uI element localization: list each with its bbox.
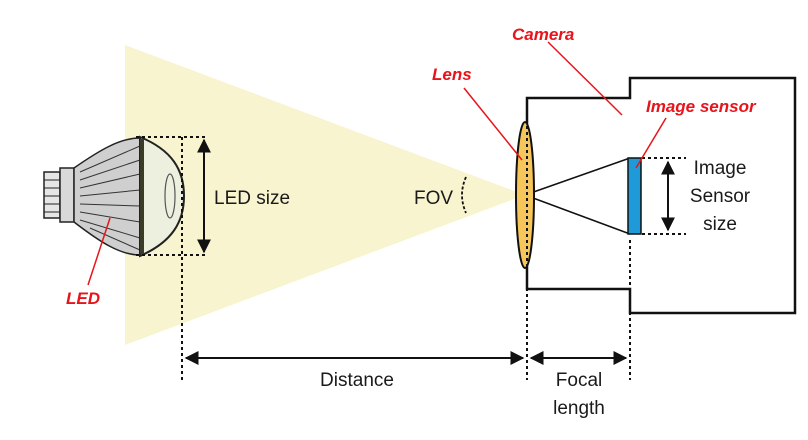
- focal-length-label-2: length: [553, 398, 605, 419]
- image-sensor-callout-line: [635, 117, 667, 169]
- camera-callout: Camera: [512, 25, 574, 44]
- led-size-label: LED size: [214, 188, 290, 209]
- led-bulb-icon: [43, 135, 186, 258]
- light-cone: [125, 45, 525, 345]
- lens-element: [515, 121, 535, 269]
- lens-callout: Lens: [432, 65, 472, 84]
- led-callout: LED: [66, 289, 100, 308]
- camera-body: [525, 76, 797, 315]
- fov-label: FOV: [414, 188, 453, 209]
- ray-upper: [524, 157, 631, 196]
- image-sensor-callout: Image sensor: [646, 97, 757, 116]
- led-callout-line: [87, 217, 111, 286]
- camera-callout-line: [547, 41, 623, 116]
- focal-length-label-1: Focal: [556, 370, 602, 391]
- image-sensor-element: [627, 157, 642, 235]
- sensor-size-label-2: Sensor: [690, 186, 751, 207]
- distance-label: Distance: [320, 370, 394, 391]
- lens-callout-line: [463, 87, 523, 161]
- ray-lower: [524, 194, 631, 235]
- sensor-size-label-1: Image: [694, 158, 747, 179]
- sensor-size-label-3: size: [703, 214, 737, 235]
